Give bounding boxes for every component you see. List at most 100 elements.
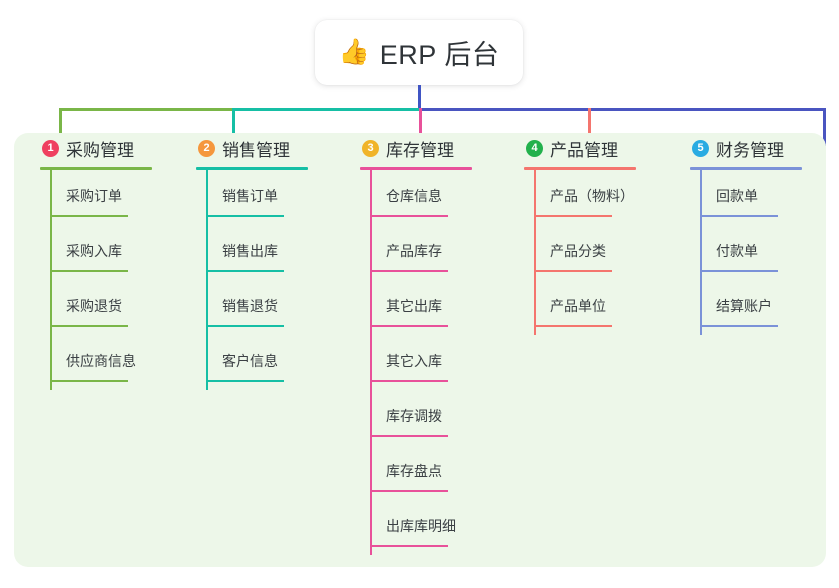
module-title-1: 采购管理 xyxy=(66,140,134,160)
module-badge-2: 2 xyxy=(198,139,215,157)
module-item[interactable]: 供应商信息 xyxy=(40,335,152,390)
module-item[interactable]: 销售订单 xyxy=(196,170,308,225)
module-item-label: 付款单 xyxy=(716,243,758,259)
module-badge-3: 3 xyxy=(362,139,379,157)
module-header-3[interactable]: 3 库存管理 xyxy=(360,133,472,163)
module-item-rule xyxy=(700,325,778,327)
module-item[interactable]: 销售出库 xyxy=(196,225,308,280)
module-item-rule xyxy=(50,270,128,272)
module-item[interactable]: 产品单位 xyxy=(524,280,636,335)
module-item[interactable]: 采购退货 xyxy=(40,280,152,335)
module-item[interactable]: 产品库存 xyxy=(360,225,472,280)
module-item-rule xyxy=(700,270,778,272)
module-rule-5 xyxy=(690,167,802,170)
module-title-4: 产品管理 xyxy=(550,140,618,160)
module-spine-2 xyxy=(206,170,208,390)
module-spine-4 xyxy=(534,170,536,335)
module-item-label: 仓库信息 xyxy=(386,188,442,204)
module-item-rule xyxy=(370,435,448,437)
module-column-1: 1 采购管理 采购订单采购入库采购退货供应商信息 xyxy=(40,133,152,390)
module-item[interactable]: 结算账户 xyxy=(690,280,802,335)
thumbs-up-icon: 👍 xyxy=(338,38,370,66)
module-item-label: 库存调拨 xyxy=(386,408,442,424)
module-item-rule xyxy=(50,215,128,217)
module-items-2: 销售订单销售出库销售退货客户信息 xyxy=(196,170,308,390)
connector-hbar-segment-2 xyxy=(232,108,421,111)
module-item-label: 产品单位 xyxy=(550,298,606,314)
root-node-card[interactable]: 👍 ERP 后台 xyxy=(315,20,523,85)
module-item-label: 其它出库 xyxy=(386,298,442,314)
module-item-label: 采购退货 xyxy=(66,298,122,314)
module-item[interactable]: 仓库信息 xyxy=(360,170,472,225)
module-item-rule xyxy=(370,325,448,327)
module-item-rule xyxy=(534,270,612,272)
module-item-rule xyxy=(50,380,128,382)
module-items-5: 回款单付款单结算账户 xyxy=(690,170,802,335)
connector-hbar-segment-3 xyxy=(419,108,826,111)
module-item-label: 出库库明细 xyxy=(386,518,456,534)
connector-drop-4 xyxy=(588,108,591,146)
module-item-rule xyxy=(206,325,284,327)
module-item[interactable]: 产品（物料） xyxy=(524,170,636,225)
module-item[interactable]: 出库库明细 xyxy=(360,500,472,555)
module-items-3: 仓库信息产品库存其它出库其它入库库存调拨库存盘点出库库明细 xyxy=(360,170,472,555)
module-item-label: 其它入库 xyxy=(386,353,442,369)
module-column-3: 3 库存管理 仓库信息产品库存其它出库其它入库库存调拨库存盘点出库库明细 xyxy=(360,133,472,555)
module-item-rule xyxy=(700,215,778,217)
modules-panel: 1 采购管理 采购订单采购入库采购退货供应商信息 2 销售管理 销售订单销售出库… xyxy=(14,133,826,567)
module-title-5: 财务管理 xyxy=(716,140,784,160)
module-spine-5 xyxy=(700,170,702,335)
module-item-rule xyxy=(370,380,448,382)
connector-hbar-segment-1 xyxy=(59,108,234,111)
module-header-4[interactable]: 4 产品管理 xyxy=(524,133,636,163)
module-item[interactable]: 其它出库 xyxy=(360,280,472,335)
module-item-label: 回款单 xyxy=(716,188,758,204)
module-item[interactable]: 客户信息 xyxy=(196,335,308,390)
module-badge-4: 4 xyxy=(526,139,543,157)
module-header-1[interactable]: 1 采购管理 xyxy=(40,133,152,163)
module-title-2: 销售管理 xyxy=(222,140,290,160)
module-column-5: 5 财务管理 回款单付款单结算账户 xyxy=(690,133,802,335)
module-item[interactable]: 库存盘点 xyxy=(360,445,472,500)
connector-drop-3 xyxy=(419,108,422,146)
connector-drop-2 xyxy=(232,108,235,146)
module-item-rule xyxy=(370,270,448,272)
module-item[interactable]: 回款单 xyxy=(690,170,802,225)
module-item[interactable]: 采购订单 xyxy=(40,170,152,225)
module-title-3: 库存管理 xyxy=(386,140,454,160)
module-item-label: 产品（物料） xyxy=(550,188,634,204)
module-spine-3 xyxy=(370,170,372,555)
module-header-2[interactable]: 2 销售管理 xyxy=(196,133,308,163)
connector-drop-5 xyxy=(823,108,826,146)
module-items-1: 采购订单采购入库采购退货供应商信息 xyxy=(40,170,152,390)
module-item-rule xyxy=(534,325,612,327)
module-item[interactable]: 产品分类 xyxy=(524,225,636,280)
module-item[interactable]: 销售退货 xyxy=(196,280,308,335)
module-item-label: 采购订单 xyxy=(66,188,122,204)
module-item-label: 客户信息 xyxy=(222,353,278,369)
module-item-label: 结算账户 xyxy=(716,298,772,314)
module-rule-2 xyxy=(196,167,308,170)
module-item-label: 销售退货 xyxy=(222,298,278,314)
module-item-rule xyxy=(206,270,284,272)
connector-stem xyxy=(418,85,421,111)
module-item-label: 销售出库 xyxy=(222,243,278,259)
module-item-rule xyxy=(534,215,612,217)
module-column-2: 2 销售管理 销售订单销售出库销售退货客户信息 xyxy=(196,133,308,390)
module-item-rule xyxy=(50,325,128,327)
module-header-5[interactable]: 5 财务管理 xyxy=(690,133,802,163)
module-item-label: 产品库存 xyxy=(386,243,442,259)
module-rule-4 xyxy=(524,167,636,170)
module-item[interactable]: 库存调拨 xyxy=(360,390,472,445)
module-badge-5: 5 xyxy=(692,139,709,157)
module-item[interactable]: 付款单 xyxy=(690,225,802,280)
module-item-rule xyxy=(370,215,448,217)
module-item[interactable]: 采购入库 xyxy=(40,225,152,280)
module-item[interactable]: 其它入库 xyxy=(360,335,472,390)
root-node-title: ERP 后台 xyxy=(379,40,500,70)
connector-drop-1 xyxy=(59,108,62,146)
module-item-rule xyxy=(370,545,448,547)
module-spine-1 xyxy=(50,170,52,390)
module-item-label: 库存盘点 xyxy=(386,463,442,479)
